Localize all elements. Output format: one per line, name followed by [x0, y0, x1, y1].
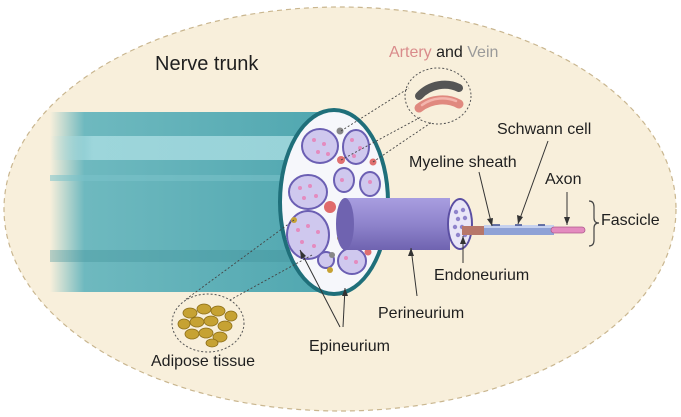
adipose-leader-lines: [184, 219, 313, 301]
axon-dots: [296, 138, 372, 264]
diagram-title: Nerve trunk: [155, 53, 259, 75]
perineurium-label: Perineurium: [378, 305, 465, 322]
artery-vein-leader-lines: [340, 87, 433, 163]
pointer-myeline: [478, 171, 493, 227]
schwann-cell-label: Schwann cell: [497, 121, 592, 138]
artery-label: Artery: [389, 44, 432, 61]
artery-vein-icon: [404, 67, 472, 125]
vein-label: Vein: [467, 44, 499, 61]
adipose-tissue-label: Adipose tissue: [151, 353, 256, 370]
trunk-cylinder: [50, 112, 336, 292]
and-label: and: [431, 44, 468, 61]
nerve-fiber: [462, 224, 586, 235]
endoneurium-label: Endoneurium: [434, 267, 530, 284]
pointer-epineurium-a: [299, 249, 341, 328]
myeline-sheath-label: Myeline sheath: [409, 154, 517, 171]
pointer-schwann: [517, 140, 549, 225]
brace-icon: [588, 200, 600, 247]
fascicle-label: Fascicle: [601, 212, 660, 229]
artery-vein-label: Artery and Vein: [389, 44, 498, 62]
epineurium-label: Epineurium: [309, 338, 390, 355]
adipose-cells-icon: [171, 293, 245, 353]
protruding-fascicle: [336, 198, 473, 250]
pointer-arrowheads: [300, 215, 570, 296]
axon-label: Axon: [545, 171, 582, 188]
